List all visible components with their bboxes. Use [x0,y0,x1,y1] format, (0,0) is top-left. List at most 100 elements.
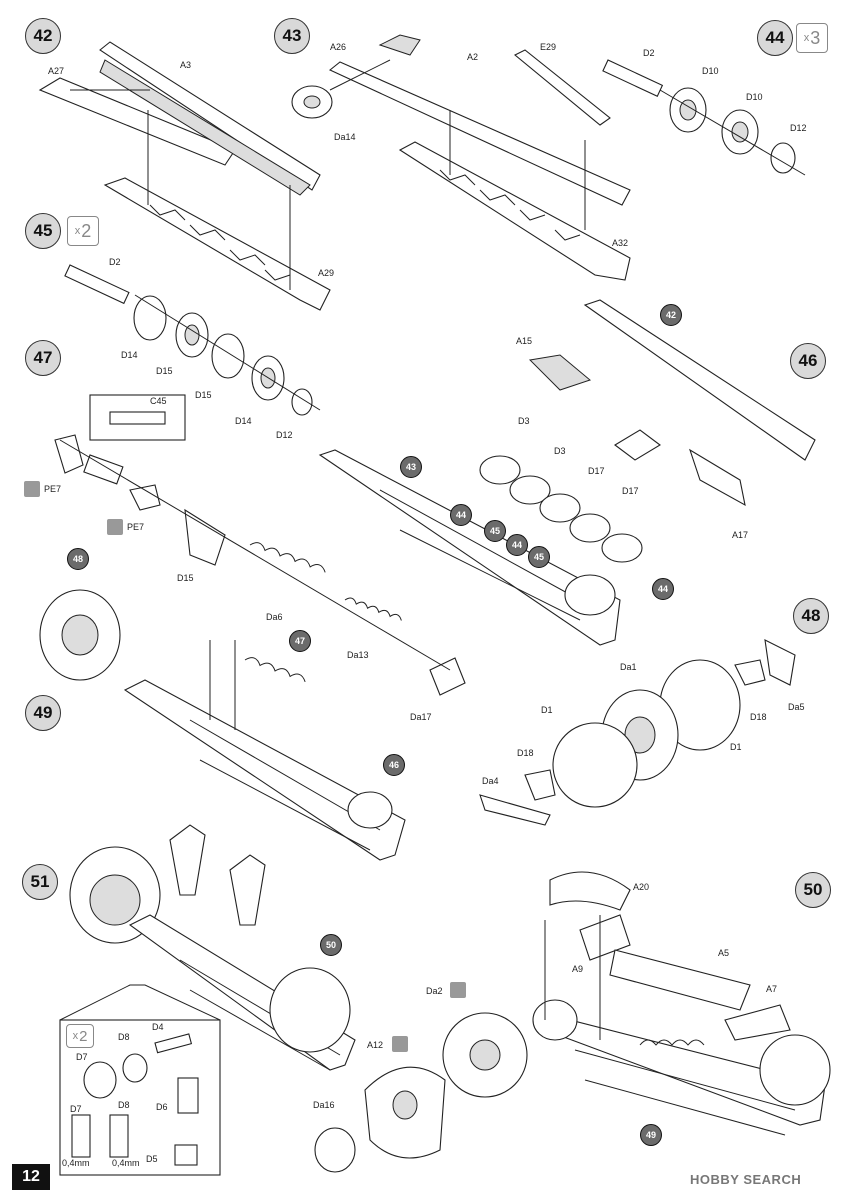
ref-number: 43 [405,462,416,472]
part-label: Da5 [788,702,805,712]
part-label: D5 [146,1154,158,1164]
ref-44-c: 44 [652,578,674,600]
part-label: Da1 [620,662,637,672]
ref-number: 44 [657,584,668,594]
step-49-badge: 49 [25,695,61,731]
ref-45-a: 45 [484,520,506,542]
step-46-badge: 46 [790,343,826,379]
part-label: D17 [588,466,605,476]
multiplier-value: 3 [810,27,821,48]
part-label: D10 [702,66,719,76]
part-label: Da17 [410,712,432,722]
ref-number: 47 [294,636,305,646]
ref-46: 46 [383,754,405,776]
ref-number: 42 [665,310,676,320]
part-label: D14 [121,350,138,360]
step-number: 48 [801,606,821,625]
ref-number: 45 [489,526,500,536]
step-43-badge: 43 [274,18,310,54]
watermark-text: HOBBY SEARCH [690,1172,802,1187]
step43-drawing [291,34,631,281]
part-label: A9 [572,964,584,974]
part-label: D1 [730,742,742,752]
part-label: D7 [70,1104,82,1114]
step-number: 49 [33,703,53,722]
step-number: 44 [765,28,785,47]
part-label: A27 [48,66,65,76]
part-label: Da6 [266,612,283,622]
step-number: 42 [33,26,53,45]
part-label: D15 [177,573,194,583]
step50-drawing [314,871,831,1173]
part-label: D18 [750,712,767,722]
part-label: D15 [195,390,212,400]
step-44-badge: 44 [757,20,793,56]
photo-etch-icon [450,982,466,998]
step44-drawing [602,59,806,176]
ref-number: 44 [455,510,466,520]
part-label: A2 [467,52,479,62]
part-label: D14 [235,416,252,426]
step51-drawing [59,824,356,1176]
ref-44-a: 44 [450,504,472,526]
part-label: D15 [156,366,173,376]
ref-47: 47 [289,630,311,652]
ref-48: 48 [67,548,89,570]
part-label: D7 [76,1052,88,1062]
part-label: Da16 [313,1100,335,1110]
part-label: D3 [518,416,530,426]
ref-42: 42 [660,304,682,326]
photo-etch-icon [107,519,123,535]
part-label: A15 [516,336,533,346]
step-number: 50 [803,880,823,899]
part-label: PE7 [44,484,62,494]
part-label: A26 [330,42,347,52]
step49-drawing [39,589,406,861]
part-label: D4 [152,1022,164,1032]
part-label: D2 [643,48,655,58]
part-label: A3 [180,60,192,70]
part-label: A7 [766,984,778,994]
part-label: A17 [732,530,749,540]
part-label: Da2 [426,986,443,996]
step-48-badge: 48 [793,598,829,634]
part-label: C45 [150,396,167,406]
part-label: A32 [612,238,629,248]
step-50-badge: 50 [795,872,831,908]
ref-number: 45 [533,552,544,562]
photo-etch-icon [392,1036,408,1052]
step45-drawing [64,264,321,416]
page-number-text: 12 [22,1168,40,1185]
ref-50: 50 [320,934,342,956]
part-label: A29 [318,268,335,278]
step46-drawing [318,299,816,646]
part-label: Da4 [482,776,499,786]
part-label: A20 [633,882,650,892]
ref-number: 48 [72,554,83,564]
watermark: HOBBY SEARCH [690,1172,801,1187]
part-label: D8 [118,1032,130,1042]
step42-drawing [38,41,331,311]
part-label: D18 [517,748,534,758]
gap-label: 0,4mm [62,1158,90,1168]
step-number: 51 [30,872,50,891]
page-number: 12 [12,1164,50,1190]
gap-label: 0,4mm [112,1158,140,1168]
step-47-badge: 47 [25,340,61,376]
part-label: D8 [118,1100,130,1110]
step-45-badge: 45 [25,213,61,249]
ref-44-b: 44 [506,534,528,556]
step-number: 47 [33,348,53,367]
step-number: 43 [282,26,302,45]
ref-number: 44 [511,540,522,550]
step48-drawing [479,639,796,826]
ref-number: 49 [645,1130,656,1140]
part-label: D2 [109,257,121,267]
multiplier-value: 2 [81,220,92,241]
ref-45-b: 45 [528,546,550,568]
part-label: PE7 [127,522,145,532]
ref-number: 50 [325,940,336,950]
